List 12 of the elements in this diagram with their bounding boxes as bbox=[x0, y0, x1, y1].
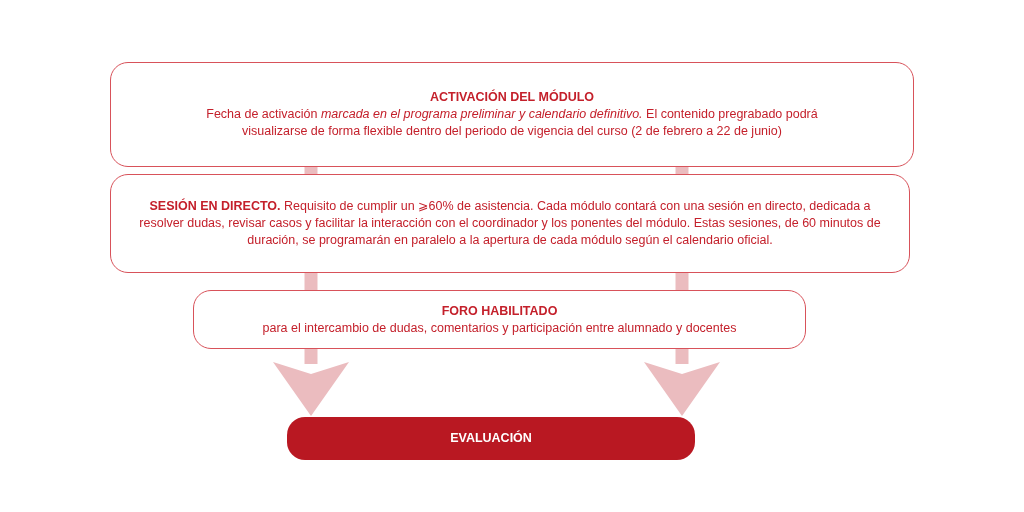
box-heading: FORO HABILITADO bbox=[441, 302, 558, 320]
terminal-box bbox=[287, 417, 695, 460]
box-text: SESIÓN EN DIRECTO. Requisito de cumplir un ⩾60% de asistencia. Cada módulo contará con una sesión en directo, dedicada a resolver dudas, revisar casos y facilitar la interacción con el coordinador y los ponentes del módulo. Estas sesiones, de 60 minutos de duración, se programarán en paralelo a la apertura de cada módulo según el calendario oficial. bbox=[138, 198, 882, 249]
box-text: para el intercambio de dudas, comentarios y participación entre alumnado y docentes bbox=[262, 319, 737, 337]
process-box bbox=[193, 290, 806, 349]
process-box bbox=[110, 62, 914, 167]
box-heading: ACTIVACIÓN DEL MÓDULO bbox=[429, 89, 595, 106]
box-text: Fecha de activación marcada en el programa preliminar y calendario definitivo. El contenido pregrabado podrá visualizarse de forma flexible dentro del periodo de vigencia del curso (2 de febrero a 22 de junio) bbox=[205, 106, 819, 140]
arrow bbox=[644, 349, 720, 416]
process-box bbox=[110, 174, 910, 273]
arrow bbox=[273, 349, 349, 416]
box-text: EVALUACIÓN bbox=[450, 430, 532, 447]
